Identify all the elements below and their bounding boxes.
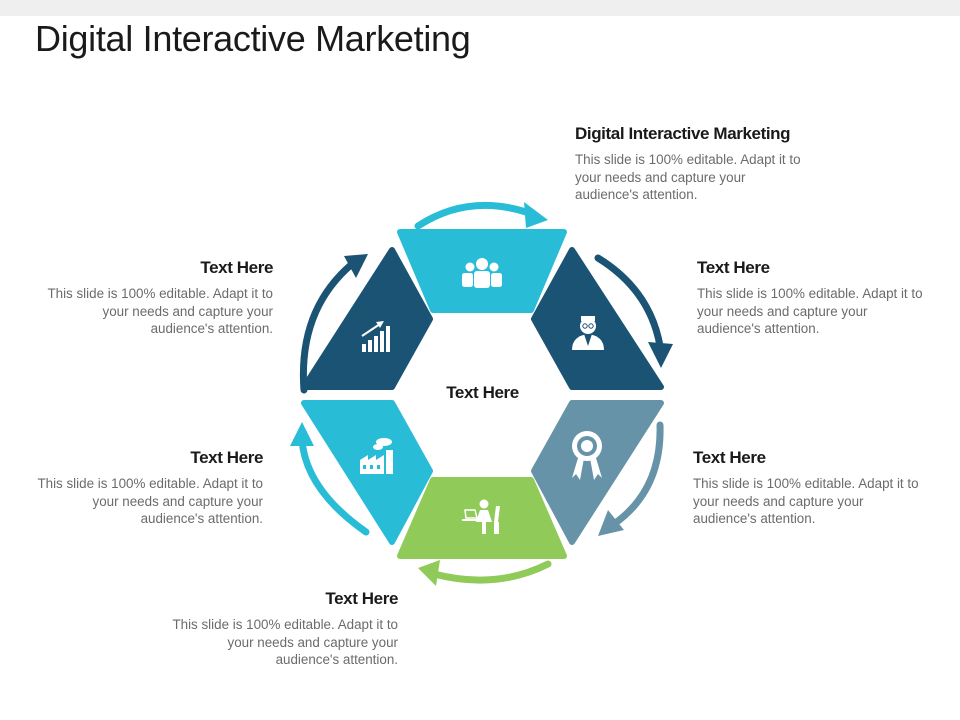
- text-block-body: This slide is 100% editable. Adapt it to…: [697, 286, 923, 336]
- text-block-heading: Text Here: [693, 448, 766, 467]
- text-block-body: This slide is 100% editable. Adapt it to…: [575, 152, 801, 202]
- arrow-lower-left: [290, 422, 370, 536]
- text-block-heading: Text Here: [697, 258, 770, 277]
- arrow-top: [414, 201, 548, 230]
- team-icon: [462, 258, 502, 288]
- factory-icon: [360, 438, 393, 474]
- text-block-heading: Text Here: [190, 448, 263, 467]
- arrow-upper-right: [594, 254, 673, 368]
- text-block-body: This slide is 100% editable. Adapt it to…: [172, 617, 398, 667]
- slide-title: Digital Interactive Marketing: [35, 18, 471, 59]
- businessman-icon: [572, 316, 604, 350]
- text-block-bottom: Text Here This slide is 100% editable. A…: [168, 589, 398, 669]
- growth-chart-icon: [361, 321, 390, 352]
- text-block-body: This slide is 100% editable. Adapt it to…: [47, 286, 273, 336]
- text-block-heading: Text Here: [200, 258, 273, 277]
- arrow-bottom: [418, 560, 552, 586]
- text-block-lower-left: Text Here This slide is 100% editable. A…: [33, 448, 263, 528]
- text-block-body: This slide is 100% editable. Adapt it to…: [37, 476, 263, 526]
- center-label: Text Here: [446, 383, 519, 402]
- text-block-top: Digital Interactive Marketing This slide…: [575, 124, 815, 204]
- arrow-upper-left: [299, 254, 368, 394]
- text-block-upper-left: Text Here This slide is 100% editable. A…: [43, 258, 273, 338]
- top-bar: [0, 0, 960, 16]
- text-block-heading: Digital Interactive Marketing: [575, 124, 791, 143]
- person-at-desk-icon: [462, 499, 500, 534]
- segment-upper-right: [531, 247, 664, 390]
- segment-upper-left: [301, 247, 433, 390]
- text-block-heading: Text Here: [325, 589, 398, 608]
- arrow-lower-right: [598, 421, 664, 536]
- text-block-body: This slide is 100% editable. Adapt it to…: [693, 476, 919, 526]
- text-block-upper-right: Text Here This slide is 100% editable. A…: [697, 258, 927, 338]
- award-ribbon-icon: [572, 431, 602, 480]
- text-block-lower-right: Text Here This slide is 100% editable. A…: [693, 448, 923, 528]
